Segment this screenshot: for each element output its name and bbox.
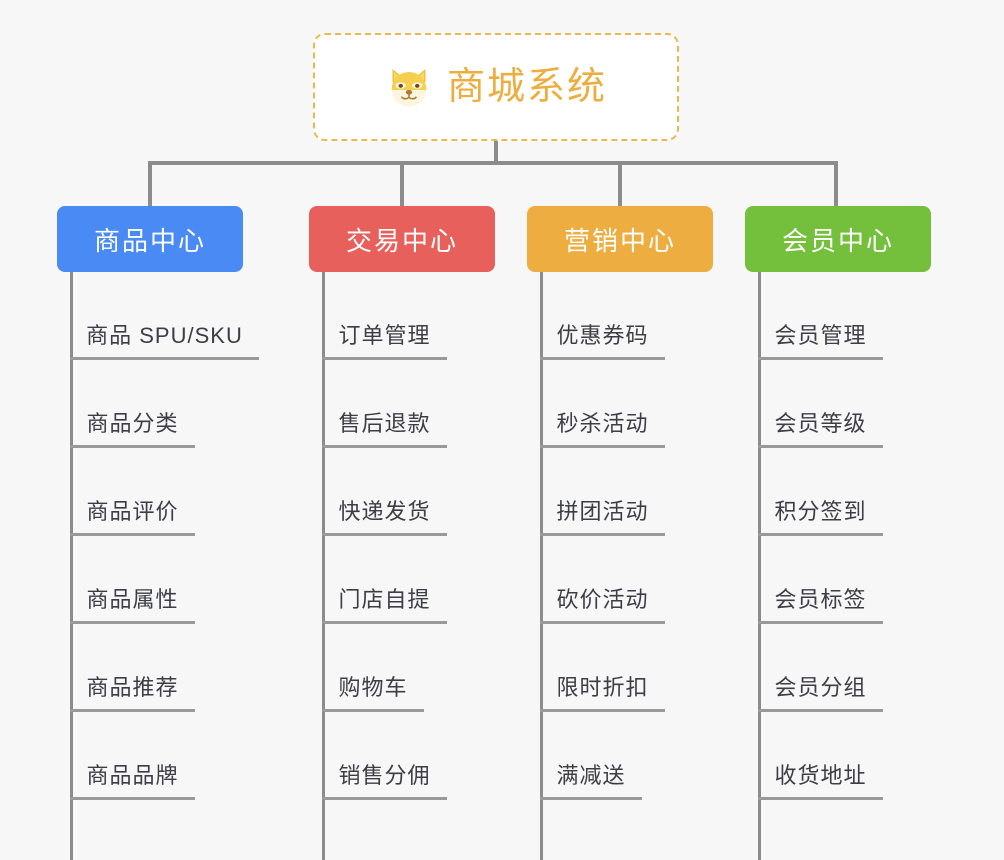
root-node[interactable]: 商城系统 [313,33,679,141]
branch-body-trade: 订单管理 售后退款 快递发货 门店自提 购物车 销售分佣 [309,272,494,860]
list-item-label: 快递发货 [338,499,431,524]
list-item[interactable]: 商品评价 [70,448,195,536]
list-item-label: 购物车 [338,675,408,700]
connector-horizontal-bus [148,161,836,165]
branch-spine [540,272,543,860]
branch-header-label: 会员中心 [781,225,894,256]
list-item[interactable]: 限时折扣 [540,624,665,712]
branch-column-trade: 交易中心 订单管理 售后退款 快递发货 门店自提 购物车 销售分佣 [309,206,495,860]
list-item-label: 砍价活动 [556,587,649,612]
list-item-label: 会员等级 [774,411,867,436]
list-item[interactable]: 订单管理 [322,272,447,360]
list-item-label: 限时折扣 [556,675,649,700]
list-item[interactable]: 会员标签 [758,536,883,624]
branch-header-label: 商品中心 [93,225,206,256]
list-item-label: 商品推荐 [86,675,179,700]
branch-body-product: 商品 SPU/SKU 商品分类 商品评价 商品属性 商品推荐 商品品牌 [57,272,287,860]
list-item-label: 商品评价 [86,499,179,524]
connector-drop-branch-2 [400,161,404,206]
list-item[interactable]: 会员分组 [758,624,883,712]
connector-root-stem [494,141,498,163]
branch-spine [70,272,73,860]
connector-drop-branch-1 [148,161,152,206]
list-item[interactable]: 砍价活动 [540,536,665,624]
list-item-label: 收货地址 [774,763,867,788]
list-item-label: 销售分佣 [338,763,431,788]
branch-body-member: 会员管理 会员等级 积分签到 会员标签 会员分组 收货地址 [745,272,930,860]
branch-body-marketing: 优惠券码 秒杀活动 拼团活动 砍价活动 限时折扣 满减送 [527,272,712,860]
list-item[interactable]: 满减送 [540,712,642,800]
list-item[interactable]: 商品分类 [70,360,195,448]
list-item-label: 订单管理 [338,323,431,348]
list-item[interactable]: 售后退款 [322,360,447,448]
list-item[interactable]: 拼团活动 [540,448,665,536]
branch-header-trade[interactable]: 交易中心 [309,206,495,272]
list-item[interactable]: 商品属性 [70,536,195,624]
list-item-label: 商品 SPU/SKU [86,323,243,348]
list-item[interactable]: 优惠券码 [540,272,665,360]
connector-drop-branch-3 [618,161,622,206]
branch-column-product: 商品中心 商品 SPU/SKU 商品分类 商品评价 商品属性 商品推荐 商品品牌 [57,206,287,860]
shiba-dog-icon [391,69,427,107]
list-item-label: 会员分组 [774,675,867,700]
list-item-label: 门店自提 [338,587,431,612]
root-title: 商城系统 [446,66,607,108]
mindmap-canvas: 商城系统 商品中心 商品 SPU/SKU 商品分类 商品评价 商品属性 商 [57,33,931,860]
branch-column-member: 会员中心 会员管理 会员等级 积分签到 会员标签 会员分组 收货地址 [745,206,931,860]
list-item-label: 商品分类 [86,411,179,436]
list-item-label: 积分签到 [774,499,867,524]
list-item[interactable]: 收货地址 [758,712,883,800]
list-item-label: 商品品牌 [86,763,179,788]
list-item[interactable]: 积分签到 [758,448,883,536]
branch-header-product[interactable]: 商品中心 [57,206,243,272]
list-item-label: 售后退款 [338,411,431,436]
list-item[interactable]: 会员管理 [758,272,883,360]
list-item[interactable]: 购物车 [322,624,424,712]
list-item[interactable]: 会员等级 [758,360,883,448]
connector-drop-branch-4 [834,161,838,206]
list-item[interactable]: 销售分佣 [322,712,447,800]
list-item-label: 满减送 [556,763,626,788]
branch-spine [322,272,325,860]
branch-header-member[interactable]: 会员中心 [745,206,931,272]
list-item[interactable]: 快递发货 [322,448,447,536]
list-item-label: 优惠券码 [556,323,649,348]
list-item[interactable]: 门店自提 [322,536,447,624]
list-item[interactable]: 商品推荐 [70,624,195,712]
list-item-label: 秒杀活动 [556,411,649,436]
list-item-label: 会员标签 [774,587,867,612]
branch-spine [758,272,761,860]
list-item-label: 商品属性 [86,587,179,612]
branch-header-marketing[interactable]: 营销中心 [527,206,713,272]
list-item[interactable]: 商品品牌 [70,712,195,800]
list-item[interactable]: 秒杀活动 [540,360,665,448]
list-item-label: 拼团活动 [556,499,649,524]
list-item-label: 会员管理 [774,323,867,348]
list-item[interactable]: 商品 SPU/SKU [70,272,259,360]
branch-column-marketing: 营销中心 优惠券码 秒杀活动 拼团活动 砍价活动 限时折扣 满减送 [527,206,713,860]
branch-header-label: 交易中心 [345,225,458,256]
branch-header-label: 营销中心 [563,225,676,256]
